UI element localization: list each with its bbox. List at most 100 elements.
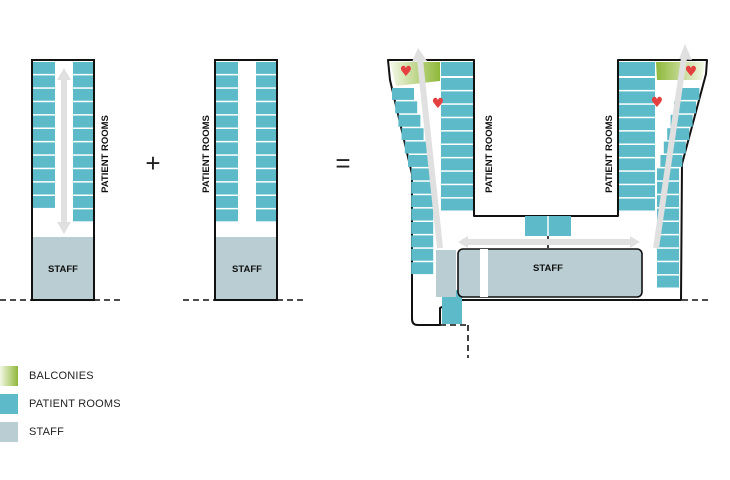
patient-room	[392, 88, 414, 100]
patient-room	[216, 62, 238, 74]
patient-room	[256, 155, 276, 168]
patient-room	[73, 182, 93, 195]
patient-room	[411, 235, 434, 248]
patient-room	[619, 131, 655, 144]
patient-room	[619, 145, 655, 157]
patient-room	[657, 235, 679, 248]
legend: BALCONIES PATIENT ROOMS STAFF	[0, 362, 260, 446]
patient-room	[667, 128, 690, 141]
patient-room	[657, 248, 679, 261]
patient-room	[619, 104, 655, 117]
patient-room	[619, 118, 655, 131]
patient-room	[216, 115, 238, 128]
patient-room	[674, 101, 696, 114]
patient-room	[256, 75, 276, 88]
patient-room	[404, 141, 427, 154]
patient-room	[33, 62, 55, 74]
staff-label: STAFF	[48, 264, 78, 275]
patient-room	[33, 102, 55, 115]
patient-room	[256, 129, 276, 141]
patient-room	[619, 185, 655, 198]
patient-room	[401, 128, 424, 141]
patient-room	[256, 182, 276, 195]
patient-room	[33, 75, 55, 88]
patient-room	[33, 88, 55, 101]
patient-room	[73, 142, 93, 155]
patient-rooms-left	[216, 62, 238, 222]
patient-room	[33, 142, 55, 155]
patient-room	[398, 114, 421, 127]
floor-plan-combined: ♥ ♥ ♥ ♥ PATIENT ROOMS PATIENT ROOMS STAF…	[387, 44, 712, 358]
legend-label: BALCONIES	[29, 370, 94, 382]
patient-room	[33, 129, 55, 141]
patient-room	[411, 195, 434, 208]
patient-room	[395, 101, 418, 114]
patient-rooms-wing-right-inner	[619, 78, 655, 211]
patient-room	[33, 196, 55, 208]
patient-room	[33, 115, 55, 128]
patient-room	[216, 182, 238, 195]
patient-room	[216, 129, 238, 141]
patient-room	[73, 129, 93, 141]
patient-room	[677, 88, 700, 100]
patient-room	[619, 171, 655, 184]
patient-room	[256, 169, 276, 182]
patient-room	[657, 262, 679, 275]
floor-plan-middle: STAFF PATIENT ROOMS	[183, 59, 305, 301]
patient-room	[657, 208, 679, 221]
patient-room	[411, 181, 434, 194]
balconies-swatch	[0, 366, 18, 386]
staff-swatch	[0, 422, 18, 442]
legend-item-balconies: BALCONIES	[0, 362, 260, 390]
legend-item-patient-rooms: PATIENT ROOMS	[0, 390, 260, 418]
patient-rooms-left	[33, 62, 55, 208]
legend-label: STAFF	[29, 426, 65, 438]
patient-room	[411, 222, 434, 234]
patient-rooms-label: PATIENT ROOMS	[100, 115, 111, 193]
patient-room	[441, 185, 473, 198]
staff-area	[216, 237, 276, 299]
patient-room	[73, 75, 93, 88]
patient-room	[256, 88, 276, 101]
balcony-left	[390, 62, 440, 86]
patient-rooms-right	[73, 62, 93, 222]
equals-sign: =	[335, 148, 350, 178]
legend-item-staff: STAFF	[0, 418, 260, 446]
patient-room	[33, 155, 55, 168]
patient-room	[73, 155, 93, 168]
patient-rooms-right	[256, 62, 276, 222]
staff-label: STAFF	[533, 263, 563, 274]
plus-sign: +	[145, 148, 160, 178]
patient-rooms-label: PATIENT ROOMS	[604, 115, 615, 193]
patient-room	[657, 195, 679, 208]
legend-label: PATIENT ROOMS	[29, 398, 121, 410]
patient-room	[73, 169, 93, 182]
heart-icon: ♥	[432, 96, 445, 112]
patient-rooms-wing-left-inner	[441, 78, 473, 211]
patient-room	[216, 209, 238, 222]
patient-room	[441, 131, 473, 144]
patient-room	[216, 88, 238, 101]
patient-room	[619, 198, 655, 211]
patient-room	[670, 114, 693, 127]
patient-rooms-label: PATIENT ROOMS	[484, 115, 495, 193]
patient-room	[411, 262, 434, 275]
patient-room	[657, 222, 679, 234]
patient-room	[73, 102, 93, 115]
patient-room	[216, 169, 238, 182]
patient-room	[216, 196, 238, 208]
patient-room	[216, 102, 238, 115]
patient-rooms-wing-left-outer	[392, 88, 434, 275]
patient-room	[441, 158, 473, 171]
staff-area	[33, 237, 93, 299]
heart-icon: ♥	[651, 95, 664, 111]
patient-room	[256, 142, 276, 155]
patient-room	[73, 88, 93, 101]
patient-room	[441, 78, 473, 90]
patient-room	[441, 171, 473, 184]
patient-room	[216, 75, 238, 88]
heart-icon: ♥	[685, 64, 698, 80]
staff-area	[457, 248, 643, 298]
patient-room	[663, 141, 686, 154]
